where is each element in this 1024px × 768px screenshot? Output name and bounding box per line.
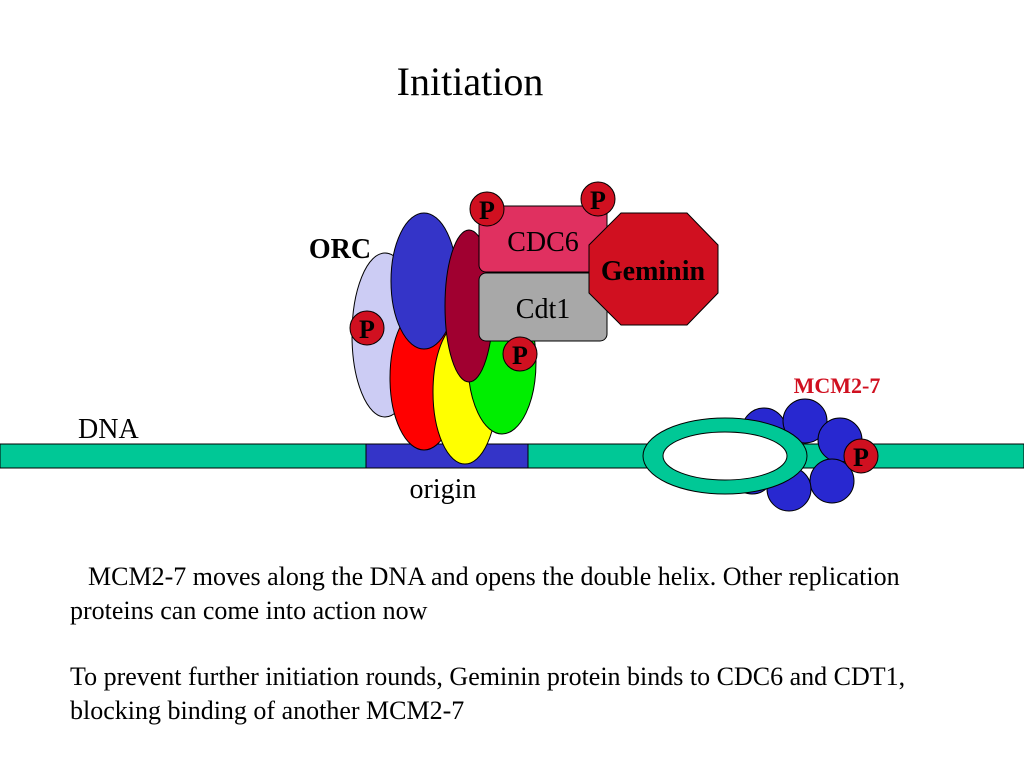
- phosphate-orc: P: [349, 310, 385, 346]
- phosphate-cdc6-left: P: [469, 191, 505, 227]
- phosphate-mcm: P: [843, 438, 879, 474]
- geminin-label: Geminin: [601, 256, 706, 287]
- paragraph-mcm-helix: MCM2-7 moves along the DNA and opens the…: [70, 562, 900, 625]
- paragraph-geminin-block: To prevent further initiation rounds, Ge…: [70, 662, 906, 725]
- phosphate-marker: [469, 191, 505, 227]
- phosphate-label: P: [479, 196, 495, 225]
- phosphate-marker: [349, 310, 385, 346]
- phosphate-label: P: [590, 186, 606, 215]
- phosphate-cdt1: P: [502, 336, 538, 372]
- phosphate-label: P: [853, 443, 869, 472]
- phosphate-marker: [580, 181, 616, 217]
- slide-title: Initiation: [396, 59, 544, 104]
- phosphate-cdc6-right: P: [580, 181, 616, 217]
- orc-label: ORC: [309, 234, 371, 265]
- dna-label: DNA: [78, 414, 139, 445]
- phosphate-marker: [502, 336, 538, 372]
- mcm-label: MCM2-7: [794, 373, 881, 398]
- helix-bubble-opening: [662, 431, 788, 481]
- cdc6-label: CDC6: [507, 227, 579, 258]
- mcm-subunit: [782, 398, 828, 444]
- origin-label: origin: [410, 474, 477, 505]
- geminin-octagon: [588, 212, 719, 326]
- cdt1-label: Cdt1: [516, 294, 570, 325]
- phosphate-label: P: [512, 341, 528, 370]
- phosphate-marker: [843, 438, 879, 474]
- phosphate-label: P: [359, 315, 375, 344]
